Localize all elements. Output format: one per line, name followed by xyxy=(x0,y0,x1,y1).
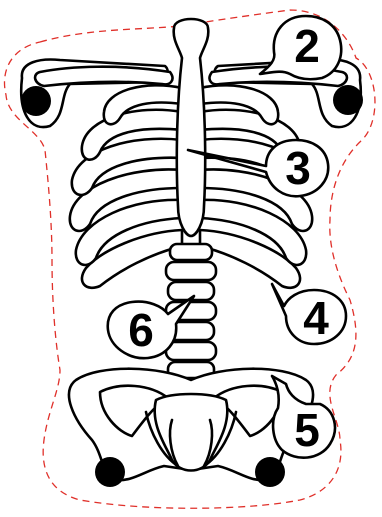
callout-label-4: 4 xyxy=(303,292,329,344)
left-clavicle xyxy=(35,67,172,86)
callout-label-6: 6 xyxy=(128,304,154,356)
mount-hole-bottom-left xyxy=(95,457,125,487)
sternum xyxy=(174,19,209,236)
callout-label-5: 5 xyxy=(294,404,320,456)
callout-label-2: 2 xyxy=(294,20,320,72)
mount-hole-top-left xyxy=(21,86,51,116)
mount-hole-bottom-right xyxy=(255,457,285,487)
mount-hole-top-right xyxy=(333,85,363,115)
callout-label-3: 3 xyxy=(285,142,311,194)
